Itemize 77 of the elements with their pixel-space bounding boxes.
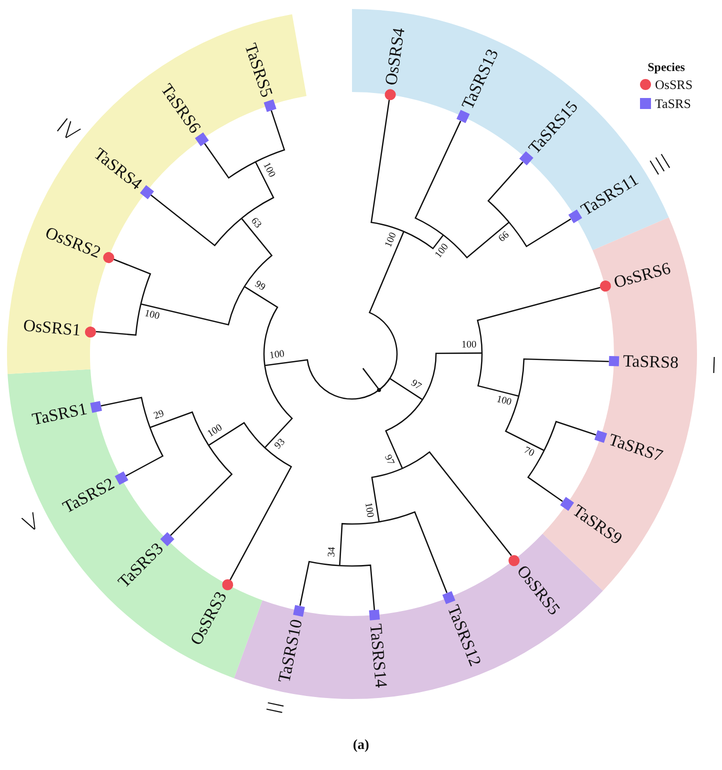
bootstrap-value: 100 (260, 160, 278, 179)
tree-branch (150, 412, 210, 446)
leaf-label: TaSRS8 (622, 352, 679, 372)
bootstrap-value: 29 (152, 408, 166, 422)
figure-caption: (a) (352, 738, 370, 753)
bootstrap-value: 100 (206, 422, 224, 440)
clade-numeral: I (710, 354, 718, 379)
tree-branch (340, 564, 376, 610)
junction-dot (377, 388, 382, 392)
bootstrap-value: 100 (143, 308, 160, 322)
legend-title: Species (646, 59, 686, 75)
leaf-label: OsSRS6 (612, 260, 673, 292)
tree-branch (96, 304, 142, 336)
leaf-label: TaSRS5 (240, 41, 276, 100)
tree-branch (299, 560, 340, 606)
bootstrap-value: 34 (326, 546, 338, 558)
tree-branch (255, 110, 286, 162)
bootstrap-value: 93 (272, 436, 288, 452)
tree-branch (150, 194, 242, 246)
bootstrap-value: 97 (382, 452, 396, 466)
tree-branch (518, 358, 609, 396)
clade-numeral: II (264, 699, 290, 717)
tree-branch (477, 353, 519, 397)
leaf-label: OsSRS4 (382, 26, 409, 86)
tree-branch (244, 286, 278, 366)
tree-branch (208, 422, 266, 448)
clade-band (7, 369, 263, 679)
bootstrap-value: 63 (248, 216, 264, 231)
tree-branch (488, 162, 524, 223)
tree-branch (229, 447, 292, 581)
tree-branch (414, 120, 462, 236)
legend-label: OsSRS (655, 76, 693, 94)
tree-branch (370, 100, 404, 232)
tree-branch (508, 218, 572, 248)
leaf-label: TaSRS14 (366, 623, 390, 688)
tree-branch (240, 218, 272, 287)
tree-branch (476, 286, 600, 354)
bootstrap-value: 100 (433, 241, 451, 260)
tree-branch (402, 451, 512, 556)
tree-branch (339, 521, 380, 566)
tree-branch (378, 511, 448, 594)
leaf-label: OsSRS1 (22, 316, 82, 340)
tree-branch (527, 450, 563, 502)
tree-branch (505, 396, 544, 452)
bootstrap-value: 100 (382, 231, 399, 250)
tree-branch (140, 286, 245, 326)
tree-branch (264, 359, 380, 400)
tree-branch (264, 365, 293, 448)
tree-branch (204, 143, 256, 179)
clade-band (7, 14, 307, 375)
tree-branch (404, 230, 444, 250)
tree-branch (100, 396, 151, 428)
tree-branch (170, 444, 232, 536)
tree-branch (378, 378, 423, 400)
bootstrap-value: 100 (461, 339, 476, 350)
bootstrap-value: 99 (253, 279, 268, 294)
tree-branch (125, 427, 164, 477)
legend-label: TaSRS (655, 95, 691, 113)
bootstrap-value: 66 (497, 230, 512, 245)
bootstrap-value: 100 (362, 502, 376, 518)
bootstrap-value: 97 (408, 378, 423, 393)
clade-numeral: IV (50, 115, 83, 148)
tree-branch (422, 352, 482, 400)
clade-numeral: III (646, 150, 676, 182)
bootstrap-value: 100 (495, 394, 512, 408)
leaf-label: TaSRS1 (30, 400, 88, 429)
tree-branch (544, 420, 596, 451)
bootstrap-value: 70 (522, 445, 536, 460)
tree-branch (442, 222, 510, 258)
leaf-label: TaSRS7 (606, 430, 665, 466)
tree-branch (371, 468, 403, 522)
tree-branch (241, 162, 274, 219)
tree-branch (385, 399, 424, 469)
leaf-label: TaSRS10 (275, 618, 306, 684)
bootstrap-value: 100 (268, 348, 286, 362)
tree-branch (112, 258, 151, 304)
clade-numeral: V (20, 510, 45, 538)
